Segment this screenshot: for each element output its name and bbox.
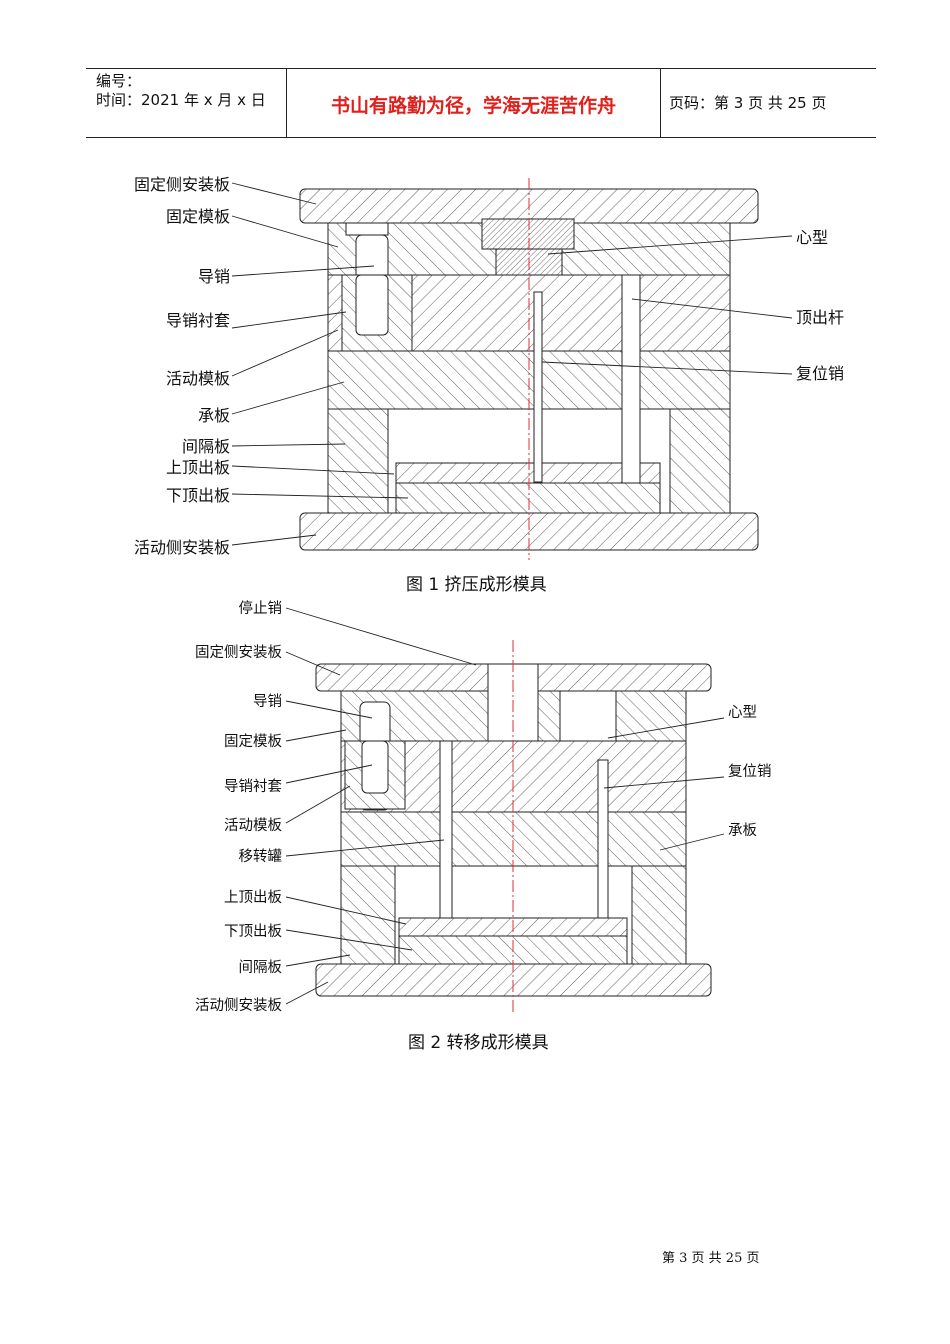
f1-label-lower-ejector: 下顶出板 (166, 486, 230, 505)
f2-label-fixed-side-plate: 固定侧安装板 (195, 643, 282, 661)
f1-label-core: 心型 (796, 228, 828, 247)
figure2-drawing: 停止销 固定侧安装板 导销 固定模板 导销衬套 活动模板 移转罐 上顶出板 下顶… (195, 600, 772, 1014)
f2-bushing-bore (361, 740, 389, 794)
f2-label-spacer: 间隔板 (239, 958, 283, 976)
spacer-right (669, 408, 731, 514)
f1-label-ejector-pin: 顶出杆 (796, 308, 844, 327)
f2-label-guide-bushing: 导销衬套 (224, 778, 282, 795)
motto: 书山有路勤为径，学海无涯苦作舟 (330, 95, 616, 117)
time-label: 时间：2021 年 x 月 x 日 (96, 91, 266, 109)
f2-label-stop-pin: 停止销 (239, 600, 283, 617)
f2-label-fixed-template: 固定模板 (224, 732, 282, 750)
figure2-caption: 图 2 转移成形模具 (408, 1033, 549, 1053)
f1-label-moving-side-plate: 活动侧安装板 (134, 538, 230, 557)
header-page-cell: 页码：第 3 页 共 25 页 (661, 69, 876, 137)
bushing-bore (355, 274, 389, 336)
f1-label-guide-bushing: 导销衬套 (166, 311, 230, 330)
figure1-caption: 图 1 挤压成形模具 (406, 575, 547, 595)
page-info: 页码：第 3 页 共 25 页 (669, 94, 827, 112)
header-meta-cell: 编号： 时间：2021 年 x 月 x 日 (86, 69, 287, 137)
f1-label-spacer: 间隔板 (182, 437, 230, 456)
f2-ejector-pin-left (439, 740, 453, 919)
spacer-left (327, 408, 389, 514)
f2-label-upper-ejector: 上顶出板 (224, 888, 282, 906)
figure1-drawing: 固定侧安装板 固定模板 导销 导销衬套 活动模板 承板 间隔板 上顶出板 下顶出… (134, 175, 844, 560)
f1-label-return-pin: 复位销 (796, 364, 844, 383)
f2-label-guide-pin: 导销 (253, 693, 282, 710)
f1-label-fixed-template: 固定模板 (166, 207, 230, 226)
f2-label-lower-ejector: 下顶出板 (224, 922, 282, 940)
f2-spacer-right (631, 865, 687, 965)
f2-label-core: 心型 (728, 704, 757, 721)
header-table: 编号： 时间：2021 年 x 月 x 日 书山有路勤为径，学海无涯苦作舟 页码… (86, 68, 876, 138)
f2-label-return-pin: 复位销 (728, 762, 772, 780)
f2-core-pocket (559, 690, 617, 742)
f2-label-support-plate: 承板 (728, 821, 757, 839)
return-pin-1 (621, 274, 641, 484)
f1-label-fixed-side-plate: 固定侧安装板 (134, 175, 230, 194)
f1-label-guide-pin: 导销 (198, 267, 230, 286)
lower-ejector-plate (395, 482, 661, 514)
f2-label-transfer-pot: 移转罐 (239, 848, 283, 865)
f1-label-upper-ejector: 上顶出板 (166, 458, 230, 477)
page-footer: 第 3 页 共 25 页 (662, 1251, 760, 1266)
header-motto-cell: 书山有路勤为径，学海无涯苦作舟 (287, 69, 661, 137)
f2-label-moving-side-plate: 活动侧安装板 (195, 996, 282, 1014)
number-label: 编号： (96, 72, 142, 90)
core-section (481, 218, 575, 250)
f2-label-moving-template: 活动模板 (224, 816, 282, 834)
f1-label-moving-template: 活动模板 (166, 369, 230, 388)
f2-return-pin-right (597, 759, 609, 919)
f1-label-support-plate: 承板 (198, 406, 230, 425)
ejector-pin-1 (533, 291, 543, 483)
